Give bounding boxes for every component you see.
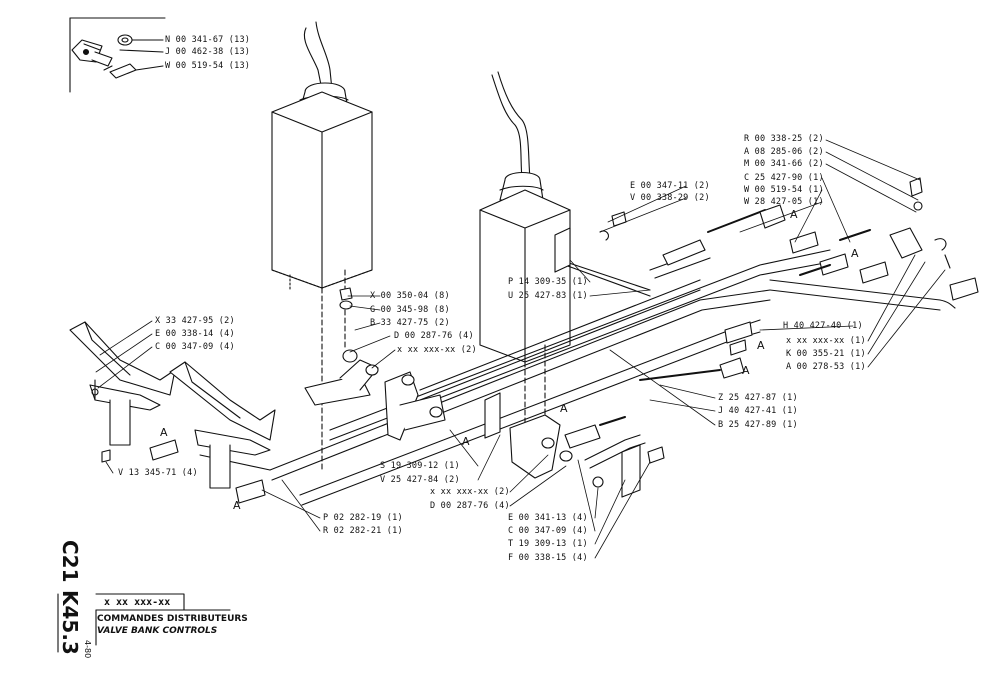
part-label: W 28 427-05 (1) [744,197,824,207]
page-code: K45.3 [58,590,82,655]
part-label: x xx xxx-xx (2) [430,487,510,497]
callout-a: A [462,435,470,448]
part-label: P 02 282-19 (1) [323,513,403,523]
part-label: X 33 427-95 (2) [155,316,235,326]
part-label: C 00 347-09 (4) [508,526,588,536]
part-label: V 25 427-84 (2) [380,475,460,485]
left-joystick-housing [271,21,373,471]
part-label: J 40 427-41 (1) [718,406,798,416]
callout-a: A [160,426,168,439]
part-label: J 00 462-38 (13) [165,47,251,57]
part-label: Z 25 427-87 (1) [718,393,798,403]
callout-a: A [560,402,568,415]
inset-leaders [119,39,164,71]
part-label: A 08 285-06 (2) [744,147,824,157]
inset-frame [69,17,166,93]
part-label: T 19 309-13 (1) [508,539,588,549]
part-label: R 02 282-21 (1) [323,526,403,536]
part-label: M 00 341-66 (2) [744,159,824,169]
part-label: E 00 347-11 (2) [630,181,710,191]
part-label: F 00 338-15 (4) [508,553,588,563]
control-rods [199,249,956,506]
title-block-frame [95,593,231,646]
part-label: K 00 355-21 (1) [786,349,866,359]
part-label: B 33 427-75 (2) [370,318,450,328]
callout-a: A [233,499,241,512]
part-label: A 00 278-53 (1) [786,362,866,372]
part-label: G 00 345-98 (8) [370,305,450,315]
part-label: x xx xxx-xx (2) [397,345,477,355]
part-label: E 00 338-14 (4) [155,329,235,339]
left-pedal-assembly [69,321,176,446]
part-label: P 14 309-35 (1) [508,277,588,287]
part-label: X 00 350-04 (8) [370,291,450,301]
part-label: B 25 427-89 (1) [718,420,798,430]
inset-clevis-icon [71,34,137,79]
center-pedal-assembly [169,361,276,489]
date-code: 4-80 [83,640,92,659]
part-label: N 00 341-67 (13) [165,35,251,45]
part-label: S 19 309-12 (1) [380,461,460,471]
part-label: R 00 338-25 (2) [744,134,824,144]
part-label: W 00 519-54 (1) [744,185,824,195]
part-label: C 00 347-09 (4) [155,342,235,352]
lever-linkages [304,349,446,441]
callout-a: A [790,208,798,221]
part-label: W 00 519-54 (13) [165,61,251,71]
part-label: V 13 345-71 (4) [118,468,198,478]
center-joystick-housing [479,71,571,451]
group-code: C21 [58,540,82,583]
part-label: x xx xxx-xx (1) [786,336,866,346]
reference-code: x xx xxx-xx [104,597,171,608]
left-bushings [339,287,353,310]
part-label: C 25 427-90 (1) [744,173,824,183]
title-french: COMMANDES DISTRIBUTEURS [97,614,248,624]
callout-a: A [742,364,750,377]
part-label: H 40 427-40 (1) [783,321,863,331]
leader-lines [95,139,946,559]
callout-a: A [757,339,765,352]
center-bracket [484,392,573,479]
title-english: VALVE BANK CONTROLS [97,626,218,636]
part-label: D 00 287-76 (4) [430,501,510,511]
lower-right-linkages [101,357,745,504]
part-label: D 00 287-76 (4) [394,331,474,341]
callout-a: A [851,247,859,260]
part-label: U 25 427-83 (1) [508,291,588,301]
part-label: V 00 338-29 (2) [630,193,710,203]
part-label: E 00 341-13 (4) [508,513,588,523]
